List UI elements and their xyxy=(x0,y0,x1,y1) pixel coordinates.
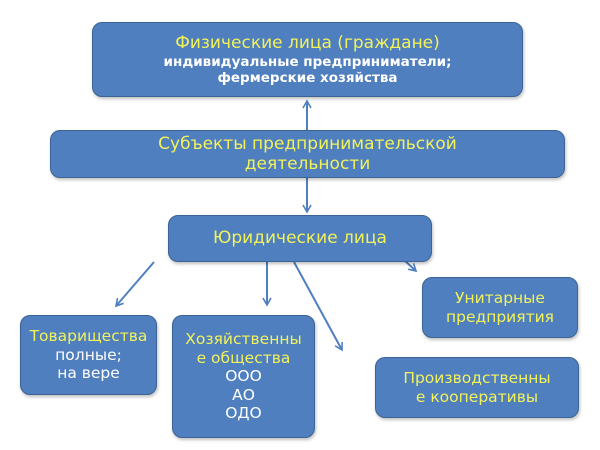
subjects-line: Субъекты предпринимательской xyxy=(158,133,457,154)
unitary-title: Унитарные xyxy=(455,288,545,307)
cooperatives-title: Производственны xyxy=(403,368,551,387)
legal-title: Юридические лица xyxy=(213,228,387,249)
cooperatives-box: Производственны е кооперативы xyxy=(375,357,579,418)
physical-line: индивидуальные предприниматели; xyxy=(163,53,452,70)
unitary-title: предприятия xyxy=(445,307,555,326)
partnerships-line: на вере xyxy=(57,364,120,383)
companies-line: ОДО xyxy=(225,404,262,423)
companies-box: Хозяйственны е общества ООО АО ОДО xyxy=(172,315,315,438)
arrow-to-partnerships xyxy=(114,261,155,308)
cooperatives-title: е кооперативы xyxy=(415,387,539,406)
unitary-box: Унитарные предприятия xyxy=(422,277,578,338)
physical-persons-box: Физические лица (граждане) индивидуальны… xyxy=(92,22,523,97)
subjects-box: Субъекты предпринимательской деятельност… xyxy=(50,130,565,178)
arrow-to-cooperatives xyxy=(293,261,343,352)
partnerships-line: полные; xyxy=(55,345,122,364)
companies-line: АО xyxy=(232,385,255,404)
subjects-line: деятельности xyxy=(244,154,371,174)
partnerships-box: Товарищества полные; на вере xyxy=(20,315,157,395)
partnerships-title: Товарищества xyxy=(29,327,148,346)
companies-line: ООО xyxy=(225,367,262,386)
companies-title: Хозяйственны xyxy=(185,330,302,349)
companies-title: е общества xyxy=(196,348,291,367)
physical-title: Физические лица (граждане) xyxy=(175,33,440,54)
physical-line: фермерские хозяйства xyxy=(217,69,398,86)
legal-entities-box: Юридические лица xyxy=(168,215,432,262)
